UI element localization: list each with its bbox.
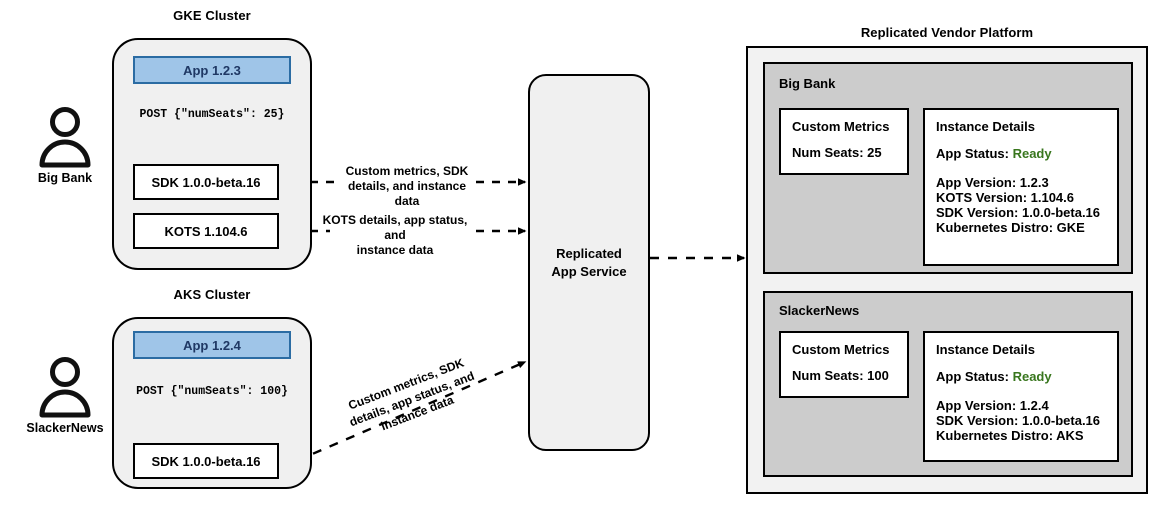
aks-app-box[interactable]: App 1.2.4 [133,331,291,359]
gke-cluster-title: GKE Cluster [173,8,251,23]
gke-app-box[interactable]: App 1.2.3 [133,56,291,84]
instance-detail-line: Kubernetes Distro: GKE [936,220,1085,235]
edge-label-line: instance data [356,243,434,257]
instance-app-status-label: App Status: [936,146,1009,161]
edge-label-line: details, and instance data [347,179,467,208]
instance-details-lines-slackernews: App Version: 1.2.4 SDK Version: 1.0.0-be… [936,398,1117,443]
actor-label-slackernews: SlackerNews [26,421,104,435]
gke-kots-box[interactable]: KOTS 1.104.6 [133,213,279,249]
actor-label-big-bank: Big Bank [37,171,93,185]
instance-detail-line: App Version: 1.2.3 [936,175,1049,190]
aks-cluster-title: AKS Cluster [173,287,251,302]
custom-metrics-panel-slackernews: Custom Metrics Num Seats: 100 [779,331,909,398]
status-badge-ready: Ready [1012,369,1052,384]
aks-post-label: POST {"numSeats": 100} [136,385,288,398]
tenant-title-slackernews: SlackerNews [779,303,860,318]
tenant-title-big-bank: Big Bank [779,76,836,91]
instance-detail-line: App Version: 1.2.4 [936,398,1049,413]
instance-detail-line: SDK Version: 1.0.0-beta.16 [936,413,1101,428]
gke-post-label: POST {"numSeats": 25} [139,108,285,121]
instance-detail-line: Kubernetes Distro: AKS [936,428,1084,443]
edge-label-line: Custom metrics, SDK [345,164,469,178]
instance-app-status: App Status: Ready [936,146,1117,161]
edge-label-kots-to-service: KOTS details, app status, and instance d… [312,213,478,258]
instance-app-status-label: App Status: [936,369,1009,384]
actor-big-bank: Big Bank [20,105,110,185]
service-label-line: Replicated [556,245,622,261]
replicated-app-service-label: Replicated App Service [551,245,626,280]
person-icon [39,357,91,418]
actor-slackernews: SlackerNews [10,355,120,435]
custom-metrics-seats: Num Seats: 25 [792,145,882,160]
instance-details-lines-big-bank: App Version: 1.2.3 KOTS Version: 1.104.6… [936,175,1117,235]
instance-details-panel-slackernews: Instance Details App Status: Ready App V… [923,331,1119,462]
custom-metrics-seats: Num Seats: 100 [792,368,889,383]
instance-detail-line: SDK Version: 1.0.0-beta.16 [936,205,1101,220]
edge-label-aks-to-service-wrap: Custom metrics, SDK details, app status,… [326,356,498,448]
edge-label-sdk-to-service: Custom metrics, SDK details, and instanc… [336,164,478,209]
aks-sdk-to-service-connector [279,360,527,470]
edge-label-line: KOTS details, app status, and [322,213,468,242]
status-badge-ready: Ready [1012,146,1052,161]
replicated-app-service-box[interactable]: Replicated App Service [528,74,650,451]
gke-sdk-box[interactable]: SDK 1.0.0-beta.16 [133,164,279,200]
custom-metrics-title: Custom Metrics [792,119,890,134]
platform-title: Replicated Vendor Platform [860,25,1034,40]
instance-app-status: App Status: Ready [936,369,1117,384]
custom-metrics-panel-big-bank: Custom Metrics Num Seats: 25 [779,108,909,175]
custom-metrics-title: Custom Metrics [792,342,890,357]
instance-details-title: Instance Details [936,119,1035,134]
aks-sdk-box[interactable]: SDK 1.0.0-beta.16 [133,443,279,479]
person-icon [39,107,91,168]
instance-detail-line: KOTS Version: 1.104.6 [936,190,1075,205]
instance-details-title: Instance Details [936,342,1035,357]
service-label-line: App Service [551,263,627,279]
instance-details-panel-big-bank: Instance Details App Status: Ready App V… [923,108,1119,266]
